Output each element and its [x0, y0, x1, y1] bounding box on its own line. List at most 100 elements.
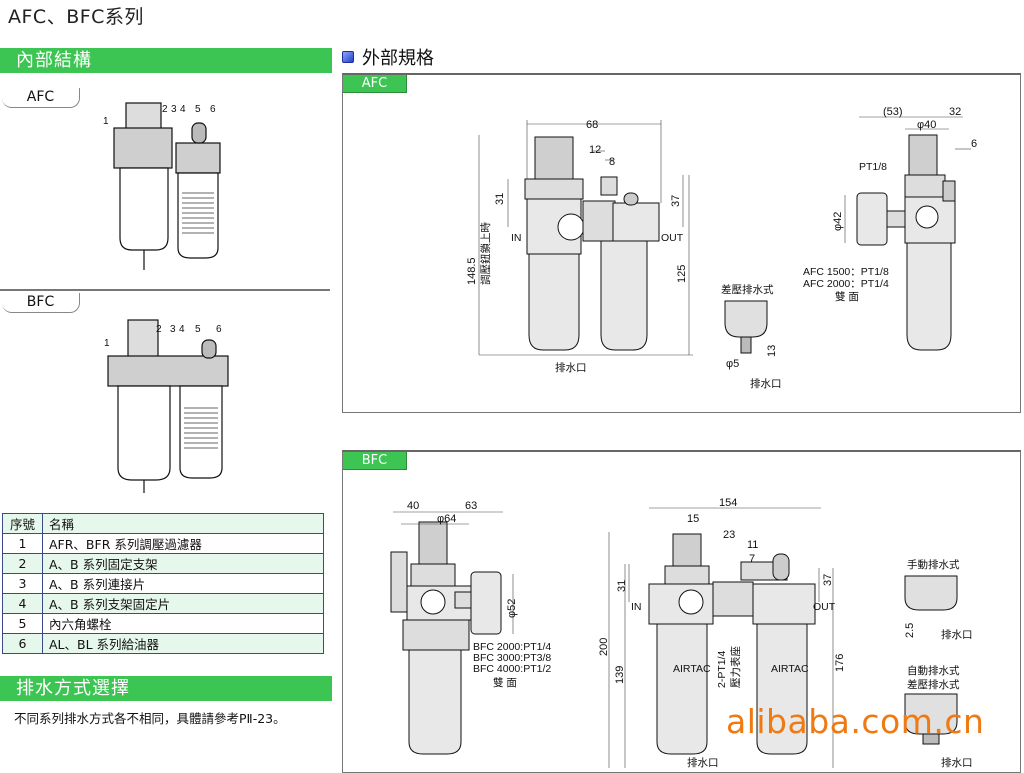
dim-11: 11 — [747, 539, 758, 551]
out-label: OUT — [661, 232, 684, 244]
dim-width: 68 — [586, 119, 598, 131]
both-sides-label: 雙 面 — [493, 676, 517, 689]
out-label: OUT — [813, 601, 836, 613]
dim-53: (53) — [883, 106, 903, 118]
port-spec-4000: BFC 4000:PT1/2 — [473, 663, 551, 675]
in-label: IN — [511, 232, 522, 244]
row-name: A、B 系列固定支架 — [42, 553, 324, 574]
callout-1: 1 — [103, 116, 109, 127]
auto-drain-bowl — [904, 693, 958, 745]
dim-139: 139 — [614, 666, 626, 684]
variant-tab-afc: AFC — [2, 88, 80, 108]
afc-front-body — [524, 136, 660, 351]
row-name: A、B 系列支架固定片 — [42, 593, 324, 614]
table-row: 4 A、B 系列支架固定片 — [2, 593, 324, 614]
port-spec-1500: AFC 1500：PT1/8 — [803, 266, 889, 278]
dim-32: 32 — [949, 106, 961, 118]
afc-dimension-drawing: 68 12 8 31 37 148.5 調壓鈕鎖上時 125 IN OUT 排水… — [466, 106, 977, 390]
dim-63: 63 — [465, 500, 477, 512]
callout-2: 2 — [162, 104, 168, 115]
dim-40: 40 — [407, 500, 419, 512]
callout-3: 3 — [171, 104, 177, 115]
external-specs-heading: 外部規格 — [342, 44, 434, 70]
gauge-port-label: PT1/8 — [859, 161, 887, 173]
dim-width: 154 — [719, 497, 737, 509]
afc-spec-panel: AFC 68 12 8 31 37 — [342, 73, 1021, 413]
table-row: 6 AL、BL 系列給油器 — [2, 633, 324, 654]
dim-37: 37 — [670, 195, 682, 207]
bfc-cross-section-diagram: 1 2 3 4 5 6 — [98, 318, 238, 498]
diff-drain-bowl — [724, 300, 768, 354]
airtac-logo-right: AIRTAC — [771, 663, 809, 675]
auto-drain-port: 排水口 — [941, 756, 973, 769]
dim-7: 7 — [749, 553, 755, 565]
row-no: 6 — [2, 633, 43, 654]
table-row: 5 內六角螺栓 — [2, 613, 324, 634]
drain-port-label: 排水口 — [687, 756, 719, 769]
callout-4: 4 — [179, 324, 185, 335]
callout-4: 4 — [180, 104, 186, 115]
header-no: 序號 — [2, 513, 43, 534]
dim-phi40: φ40 — [917, 119, 936, 131]
airtac-logo-left: AIRTAC — [673, 663, 711, 675]
afc-side-body — [856, 134, 956, 351]
table-row: 2 A、B 系列固定支架 — [2, 553, 324, 574]
drain-selection-heading: 排水方式選擇 — [0, 676, 332, 701]
callout-2: 2 — [156, 324, 162, 335]
callout-6: 6 — [210, 104, 216, 115]
height-note: 調壓鈕鎖上時 — [479, 222, 492, 285]
dim-phi42: φ42 — [832, 212, 844, 231]
table-row: 3 A、B 系列連接片 — [2, 573, 324, 594]
row-no: 2 — [2, 553, 43, 574]
row-no: 3 — [2, 573, 43, 594]
callout-5: 5 — [195, 104, 201, 115]
diff-drain-title: 差壓排水式 — [721, 283, 774, 296]
manual-drain-title: 手動排水式 — [907, 558, 960, 571]
gauge-port-label: 2-PT1/4 — [716, 650, 728, 688]
dim-12: 12 — [589, 144, 601, 156]
bfc-side-body — [390, 521, 502, 755]
dim-phi5: φ5 — [726, 358, 739, 370]
dim-15: 15 — [687, 513, 699, 525]
table-header-row: 序號 名稱 — [2, 513, 324, 534]
header-name: 名稱 — [42, 513, 324, 534]
bfc-spec-panel: BFC 40 63 φ64 φ52 BFC 2000:PT1/4 BFC 300… — [342, 450, 1021, 773]
manual-drain-port: 排水口 — [941, 628, 973, 641]
dim-37: 37 — [822, 574, 834, 586]
callout-5: 5 — [195, 324, 201, 335]
dim-23: 23 — [723, 529, 735, 541]
dim-8: 8 — [609, 156, 615, 168]
callout-6: 6 — [216, 324, 222, 335]
watermark: alibaba.com.cn — [726, 702, 985, 741]
bfc-spec-tab: BFC — [343, 452, 407, 470]
port-spec-2000: AFC 2000：PT1/4 — [803, 278, 889, 290]
drain-port-label: 排水口 — [555, 361, 587, 374]
external-specs-title: 外部規格 — [362, 48, 434, 69]
port-spec-2000: BFC 2000:PT1/4 — [473, 641, 551, 653]
internal-structure-heading: 內部結構 — [0, 48, 332, 73]
afc-cross-section-diagram: 1 2 3 4 5 6 — [98, 98, 238, 278]
manual-drain-bowl — [904, 575, 958, 611]
dim-phi52: φ52 — [506, 599, 518, 618]
both-sides-label: 雙 面 — [835, 290, 859, 303]
dim-31: 31 — [494, 193, 506, 205]
dim-31: 31 — [616, 580, 628, 592]
drain-note: 不同系列排水方式各不相同，具體請參考PⅡ-23。 — [14, 711, 286, 726]
row-no: 1 — [2, 533, 43, 554]
row-name: A、B 系列連接片 — [42, 573, 324, 594]
dim-phi64: φ64 — [437, 513, 456, 525]
row-name: AFR、BFR 系列調壓過濾器 — [42, 533, 324, 554]
in-label: IN — [631, 601, 642, 613]
dim-176: 176 — [834, 654, 846, 672]
parts-table: 序號 名稱 1 AFR、BFR 系列調壓過濾器 2 A、B 系列固定支架 3 A… — [2, 513, 324, 654]
dim-6: 6 — [971, 138, 977, 150]
callout-1: 1 — [104, 338, 110, 349]
bfc-dimension-drawing: 40 63 φ64 φ52 BFC 2000:PT1/4 BFC 3000:PT… — [390, 497, 973, 769]
callout-3: 3 — [170, 324, 176, 335]
row-no: 5 — [2, 613, 43, 634]
port-spec-3000: BFC 3000:PT3/8 — [473, 652, 551, 664]
row-no: 4 — [2, 593, 43, 614]
auto-drain-title: 自動排水式 — [907, 664, 960, 677]
dim-2-5: 2.5 — [904, 623, 916, 638]
variant-tab-bfc: BFC — [2, 293, 80, 313]
